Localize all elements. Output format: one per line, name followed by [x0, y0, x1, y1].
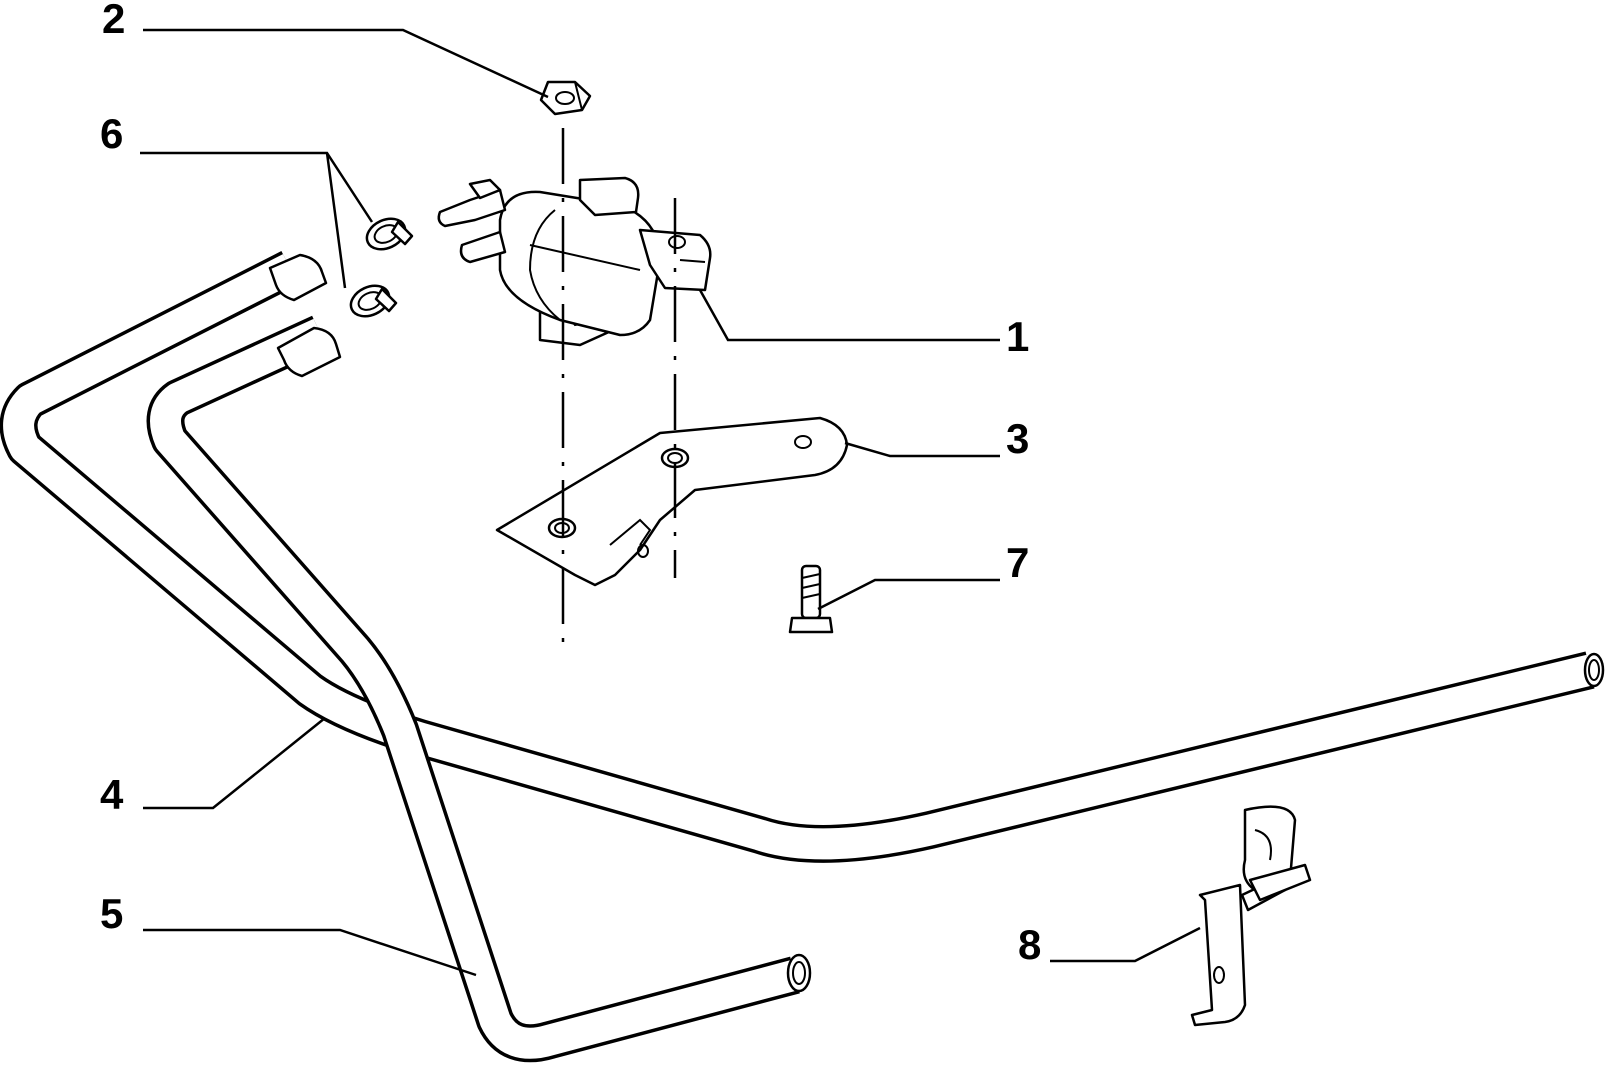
callout-6: 6 [100, 110, 123, 157]
callout-3: 3 [1006, 415, 1029, 462]
callout-7: 7 [1006, 539, 1029, 586]
callout-2: 2 [102, 0, 125, 42]
hose-clip-bracket [1190, 805, 1312, 1027]
hose-clamps [349, 217, 414, 318]
callout-8: 8 [1018, 921, 1041, 968]
leader-6 [140, 151, 374, 289]
vacuum-hose-5 [146, 315, 812, 1063]
solenoid-valve [437, 176, 712, 347]
callout-labels: 1 2 3 4 5 6 7 8 [100, 0, 1041, 968]
assembly-axes [561, 128, 677, 650]
leader-5 [143, 928, 477, 977]
leader-1 [698, 289, 1000, 342]
leader-3 [844, 441, 1000, 458]
leader-2 [143, 28, 549, 99]
callout-5: 5 [100, 890, 123, 937]
leader-4 [143, 717, 326, 810]
mounting-bracket [495, 416, 849, 587]
leader-lines [140, 28, 1201, 977]
callout-1: 1 [1006, 313, 1029, 360]
leader-7 [817, 578, 1000, 611]
bolt [788, 564, 834, 634]
leader-8 [1050, 926, 1201, 963]
hex-nut [539, 80, 592, 116]
callout-4: 4 [100, 771, 124, 818]
